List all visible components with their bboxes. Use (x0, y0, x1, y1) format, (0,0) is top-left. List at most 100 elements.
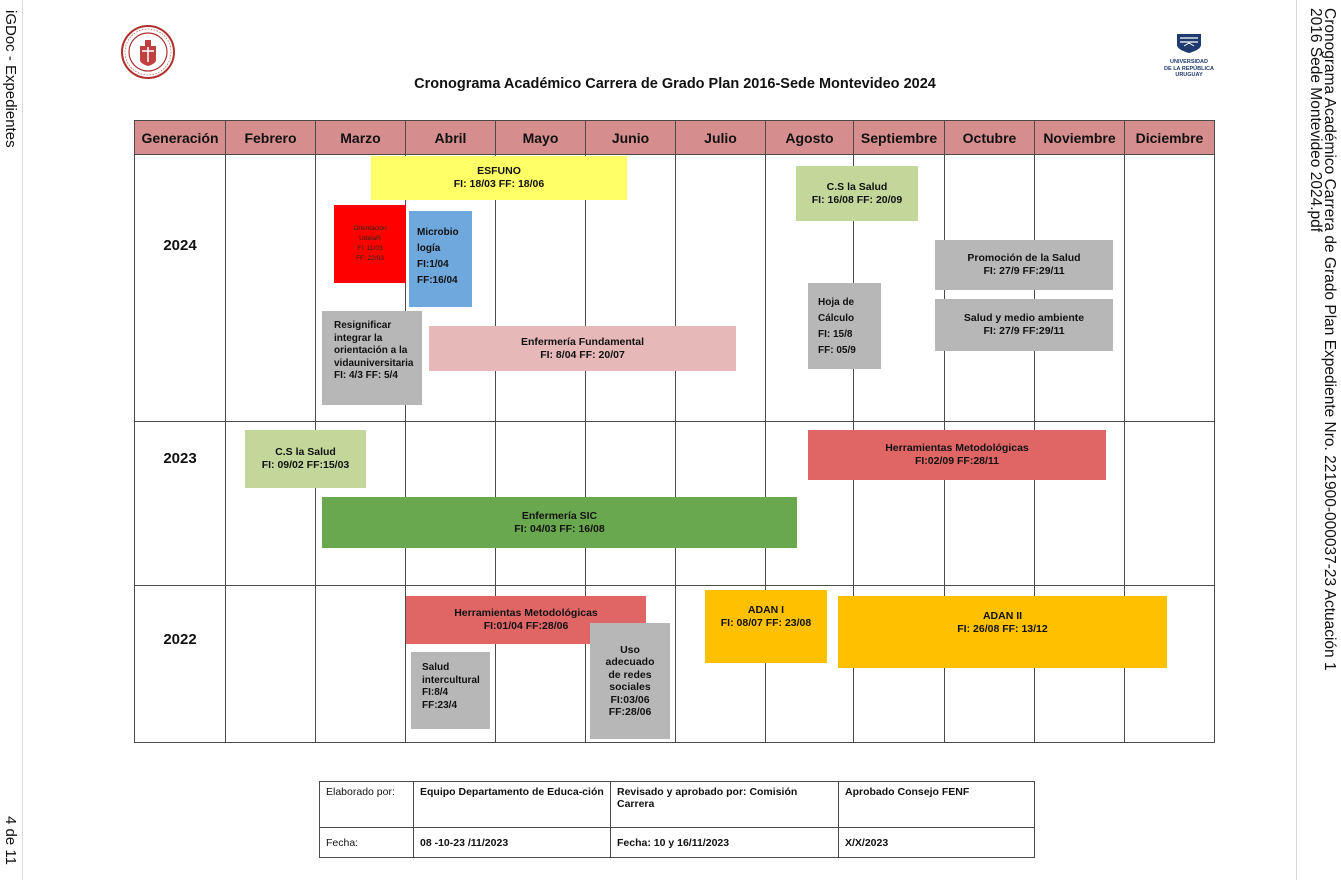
bar-dates: FF:23/4 (422, 699, 458, 711)
bar-salud-medio-ambiente: Salud y medio ambiente FI: 27/9 FF:29/11 (935, 299, 1113, 351)
bar-label: UdelaR (359, 235, 381, 242)
bar-uso-redes-sociales: Uso adecuado de redes sociales FI:03/06 … (590, 623, 670, 739)
page-counter: 4 de 11 (2, 816, 19, 865)
bar-cs-salud-2023: C.S la Salud FI: 09/02 FF:15/03 (245, 430, 366, 488)
fecha-label: Fecha: (319, 827, 414, 858)
faculty-seal-logo (121, 25, 175, 79)
approval-row: Elaborado por: Equipo Departamento de Ed… (319, 781, 1035, 828)
document-filename-line1: Cronograma Académico Carrera de Grado Pl… (1321, 8, 1338, 671)
udelar-emblem-icon (1177, 34, 1201, 53)
bar-label: Resignificar (334, 320, 392, 331)
bar-label: Herramientas Metodológicas (885, 442, 1029, 454)
bar-resignificar: Resignificar integrar la orientación a l… (322, 311, 422, 405)
margin-divider (22, 0, 23, 880)
udelar-line3: URUGUAY (1175, 72, 1203, 78)
bar-label: Hoja de (818, 297, 855, 308)
header-septiembre: Septiembre (853, 120, 945, 155)
bar-dates: FI:01/04 FF:28/06 (483, 620, 569, 632)
row-2023: 2023 (134, 421, 1215, 586)
bar-salud-intercultural: Salud intercultural FI:8/4 FF:23/4 (411, 652, 490, 729)
bar-label: vidauniversitaria (334, 357, 414, 369)
bar-dates: FI: 11/03 (357, 245, 383, 252)
header-abril: Abril (405, 120, 496, 155)
document-filename-line2: 2016 Sede Montevideo 2024.pdf (1307, 8, 1324, 233)
udelar-line1: UNIVERSIDAD (1170, 59, 1208, 65)
bar-adan-2: ADAN II FI: 26/08 FF: 13/12 (838, 596, 1167, 668)
bar-label: orientación a la (334, 345, 408, 356)
bar-dates: FI: 27/9 FF:29/11 (983, 325, 1065, 337)
bar-dates: FI: 15/8 (818, 329, 853, 340)
document-title: Cronograma Académico Carrera de Grado Pl… (414, 76, 936, 92)
bar-dates: FI: 27/9 FF:29/11 (983, 265, 1065, 277)
bar-dates: FI:8/4 (422, 687, 449, 698)
bar-dates: FI:02/09 FF:28/11 (914, 455, 1000, 467)
bar-dates: FF:16/04 (417, 275, 458, 286)
bar-enfermeria-sic: Enfermería SIC FI: 04/03 FF: 16/08 (322, 497, 797, 548)
bar-label: ADAN II (982, 610, 1023, 622)
header-julio: Julio (675, 120, 766, 155)
bar-dates: FI: 4/3 FF: 5/4 (334, 370, 398, 381)
bar-label: sociales (609, 681, 651, 693)
bar-label: Cálculo (818, 313, 855, 324)
right-margin: Cronograma Académico Carrera de Grado Pl… (1296, 0, 1341, 880)
header-generacion: Generación (134, 120, 226, 155)
year-2023: 2023 (163, 450, 197, 467)
bar-dates: FI: 04/03 FF: 16/08 (514, 522, 605, 535)
margin-divider (1296, 0, 1297, 880)
header-junio: Junio (585, 120, 676, 155)
bar-herramientas-2023: Herramientas Metodológicas FI:02/09 FF:2… (808, 430, 1106, 480)
bar-microbiologia: Microbio logía FI:1/04 FF:16/04 (409, 211, 472, 307)
year-cell: 2022 (134, 585, 226, 743)
bar-dates: FI: 16/08 FF: 20/09 (811, 193, 903, 206)
bar-dates: FI:1/04 (417, 259, 449, 270)
bar-dates: FF:28/06 (608, 706, 652, 718)
bar-label: Enfermería SIC (521, 509, 598, 522)
bar-dates: FI: 18/03 FF: 18/06 (453, 178, 545, 190)
bar-esfuno: ESFUNO FI: 18/03 FF: 18/06 (371, 156, 627, 200)
bar-label: intercultural (422, 674, 480, 686)
bar-label: Uso (620, 643, 640, 656)
bar-orientacion: Orientación UdelaR FI: 11/03 FF: 22/03 (334, 205, 406, 283)
bar-label: integrar la (334, 332, 383, 344)
bar-enfermeria-fundamental: Enfermería Fundamental FI: 8/04 FF: 20/0… (429, 326, 736, 371)
bar-label: Promoción de la Salud (967, 252, 1081, 264)
bar-adan-1: ADAN I FI: 08/07 FF: 23/08 (705, 590, 827, 663)
bar-label: Salud (422, 662, 450, 673)
header-febrero: Febrero (225, 120, 316, 155)
bar-label: ESFUNO (477, 165, 521, 177)
bar-label: ADAN I (747, 604, 785, 616)
bar-dates: FF: 22/03 (356, 255, 384, 262)
aprobado-value: Aprobado Consejo FENF (838, 781, 1035, 828)
udelar-line2: DE LA REPÚBLICA (1164, 65, 1214, 72)
header-row: Generación Febrero Marzo Abril Mayo Juni… (134, 120, 1215, 155)
fecha-row: Fecha: 08 -10-23 /11/2023 Fecha: 10 y 16… (319, 827, 1035, 858)
bar-promocion-salud: Promoción de la Salud FI: 27/9 FF:29/11 (935, 240, 1113, 290)
bar-label: Orientación (353, 225, 387, 232)
year-cell: 2024 (134, 154, 226, 422)
bar-label: C.S la Salud (275, 446, 336, 458)
header-mayo: Mayo (495, 120, 586, 155)
fecha-elaborado: 08 -10-23 /11/2023 (413, 827, 611, 858)
header-marzo: Marzo (315, 120, 406, 155)
udelar-logo: UNIVERSIDAD DE LA REPÚBLICA URUGUAY (1158, 32, 1220, 79)
bar-label: de redes (608, 668, 652, 681)
bar-dates: FI:03/06 (610, 693, 650, 706)
bar-dates: FI: 26/08 FF: 13/12 (957, 623, 1048, 635)
bar-dates: FI: 09/02 FF:15/03 (261, 459, 350, 471)
bar-label: Herramientas Metodológicas (454, 607, 598, 619)
approval-table: Elaborado por: Equipo Departamento de Ed… (319, 781, 1035, 858)
bar-label: Enfermería Fundamental (520, 335, 645, 348)
elaborado-label: Elaborado por: (319, 781, 414, 828)
header-noviembre: Noviembre (1034, 120, 1125, 155)
bar-hoja-calculo: Hoja de Cálculo FI: 15/8 FF: 05/9 (808, 283, 881, 369)
revisado-value: Revisado y aprobado por: Comisión Carrer… (610, 781, 839, 828)
bar-label: Salud y medio ambiente (963, 312, 1085, 324)
year-2024: 2024 (163, 237, 197, 254)
bar-label: Microbio (417, 227, 459, 238)
bar-label: adecuado (605, 656, 655, 668)
header-agosto: Agosto (765, 120, 854, 155)
year-cell: 2023 (134, 421, 226, 586)
fecha-revisado: Fecha: 10 y 16/11/2023 (610, 827, 839, 858)
bar-dates: FI: 08/07 FF: 23/08 (720, 617, 812, 629)
header-diciembre: Diciembre (1124, 120, 1215, 155)
